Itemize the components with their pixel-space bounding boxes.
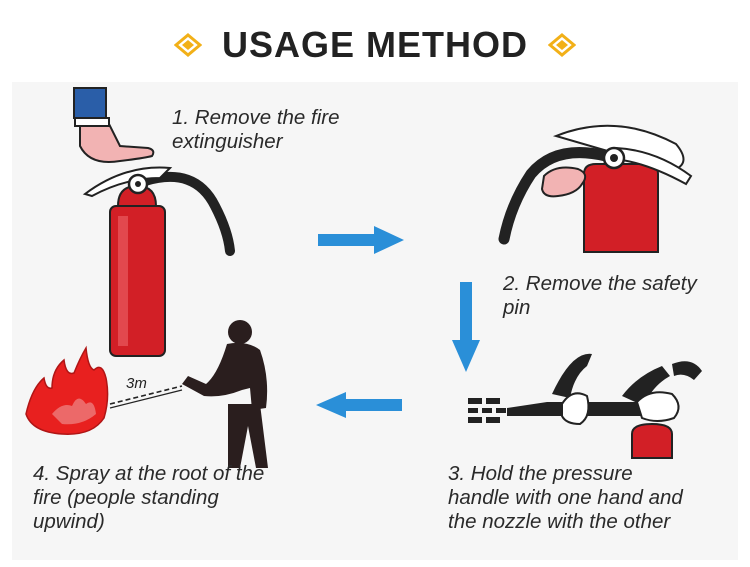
title-text: USAGE METHOD bbox=[222, 20, 528, 70]
step-4-caption: 4. Spray at the root of the fire (people… bbox=[33, 462, 264, 534]
distance-label: 3m bbox=[126, 375, 147, 392]
step3-illustration bbox=[462, 346, 712, 458]
step-4-line-3: upwind) bbox=[33, 510, 264, 534]
step4-illustration: 3m bbox=[22, 318, 292, 478]
person-silhouette bbox=[182, 320, 268, 468]
fire-flames bbox=[26, 348, 108, 434]
step-2-caption: 2. Remove the safety pin bbox=[503, 272, 697, 320]
diamond-icon-left bbox=[174, 33, 202, 57]
extinguisher-cylinder bbox=[632, 424, 672, 458]
step-3-line-2: handle with one hand and bbox=[448, 486, 683, 510]
hand bbox=[542, 168, 585, 197]
extinguisher-cylinder bbox=[584, 164, 658, 252]
step-3-line-1: 3. Hold the pressure bbox=[448, 462, 683, 486]
step-1-caption: 1. Remove the fire extinguisher bbox=[172, 106, 340, 154]
step-2-line-1: 2. Remove the safety bbox=[503, 272, 697, 296]
arrow-left-icon bbox=[316, 392, 402, 418]
step-1-line-2: extinguisher bbox=[172, 130, 340, 154]
arrow-right-icon bbox=[318, 226, 404, 254]
step2-illustration bbox=[486, 114, 696, 264]
hand bbox=[74, 88, 153, 162]
step-3-caption: 3. Hold the pressure handle with one han… bbox=[448, 462, 683, 534]
diamond-icon-right bbox=[548, 33, 576, 57]
spray-jet bbox=[468, 398, 506, 423]
step-1-line-1: 1. Remove the fire bbox=[172, 106, 340, 130]
step-4-line-1: 4. Spray at the root of the bbox=[33, 462, 264, 486]
page-title: USAGE METHOD bbox=[0, 18, 750, 68]
step-2-line-2: pin bbox=[503, 296, 697, 320]
arrow-down-icon bbox=[452, 282, 480, 372]
step-4-line-2: fire (people standing bbox=[33, 486, 264, 510]
step-3-line-3: the nozzle with the other bbox=[448, 510, 683, 534]
